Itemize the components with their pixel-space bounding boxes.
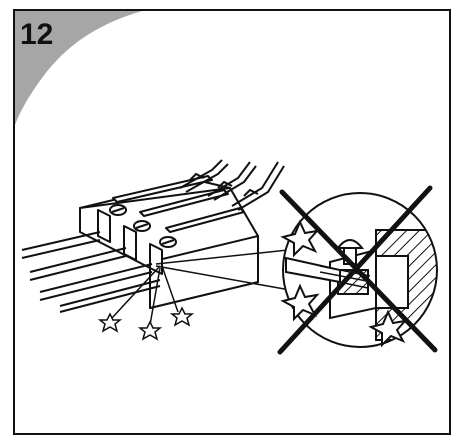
spark-stars-large bbox=[280, 219, 408, 348]
loose-strand bbox=[111, 265, 179, 326]
terminal-screws bbox=[109, 204, 177, 248]
wires-front bbox=[21, 231, 161, 313]
prohibited-cross-icon bbox=[277, 185, 438, 355]
corner-tab bbox=[15, 11, 142, 125]
wires-rear bbox=[179, 159, 285, 211]
step-number: 12 bbox=[20, 18, 53, 51]
spark-stars-small bbox=[97, 306, 195, 341]
magnifier-leader bbox=[155, 249, 291, 291]
